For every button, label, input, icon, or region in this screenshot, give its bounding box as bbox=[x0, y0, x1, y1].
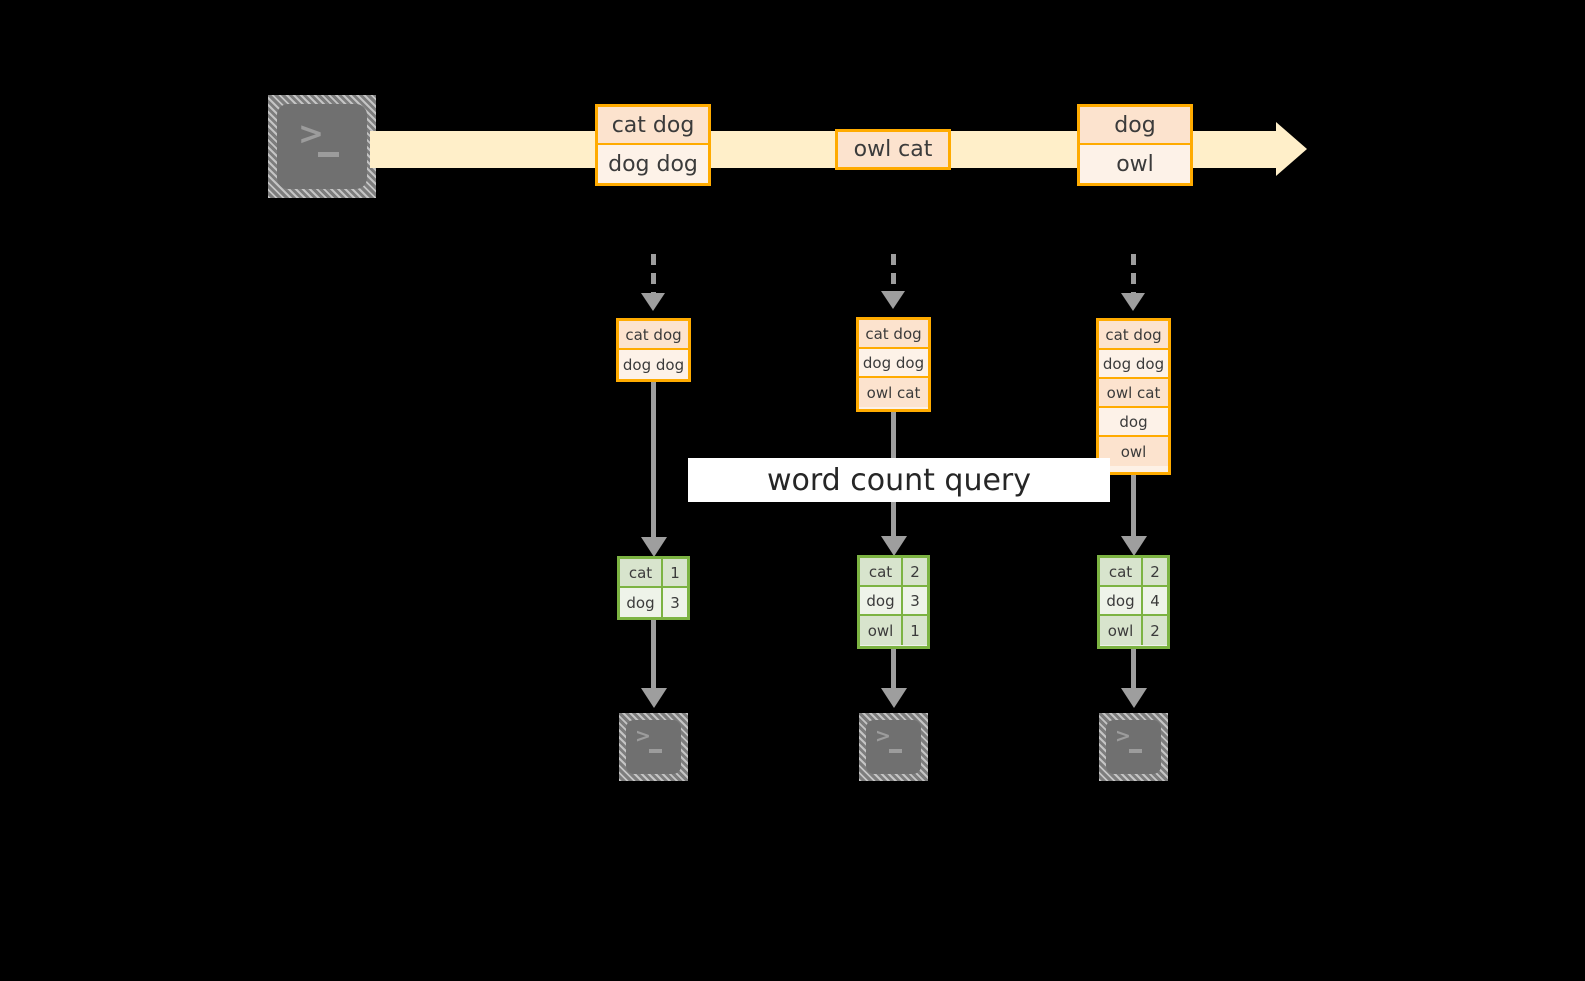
count-cell: 3 bbox=[663, 588, 687, 617]
word-cell: dog bbox=[1100, 587, 1143, 614]
stream-group-1: cat dog dog dog bbox=[595, 104, 711, 186]
query-label-band bbox=[688, 458, 1110, 502]
snapshot-line: owl cat bbox=[1099, 379, 1168, 408]
word-cell: dog bbox=[620, 588, 663, 617]
terminal-screen bbox=[866, 720, 921, 774]
snapshot-line: owl bbox=[1099, 437, 1168, 466]
stream-tap-arrow-2 bbox=[891, 254, 896, 296]
stream-arrowhead bbox=[1276, 122, 1307, 176]
sink-arrowhead-3 bbox=[1121, 688, 1147, 708]
terminal-cursor-glyph bbox=[889, 749, 902, 753]
stream-line: owl bbox=[1080, 145, 1190, 183]
terminal-cursor-glyph bbox=[649, 749, 662, 753]
snapshot-line: dog dog bbox=[619, 350, 688, 379]
word-cell: dog bbox=[860, 587, 903, 614]
word-cell: cat bbox=[620, 559, 663, 586]
stream-group-3: dog owl bbox=[1077, 104, 1193, 186]
query-arrowhead-2 bbox=[881, 536, 907, 556]
terminal-screen bbox=[626, 720, 681, 774]
stream-line: dog bbox=[1080, 107, 1190, 145]
count-cell: 2 bbox=[1143, 558, 1167, 585]
stream-tap-arrow-3 bbox=[1131, 254, 1136, 298]
stream-tap-arrowhead-1 bbox=[641, 293, 665, 311]
query-arrowhead-3 bbox=[1121, 536, 1147, 556]
table-row: dog 4 bbox=[1100, 587, 1167, 616]
count-cell: 1 bbox=[903, 616, 927, 645]
word-cell: owl bbox=[860, 616, 903, 645]
word-cell: cat bbox=[1100, 558, 1143, 585]
terminal-prompt-glyph: > bbox=[1115, 725, 1131, 747]
snapshot-line: dog dog bbox=[859, 349, 928, 378]
terminal-prompt-glyph: > bbox=[298, 116, 324, 152]
sink-arrowhead-2 bbox=[881, 688, 907, 708]
terminal-prompt-glyph: > bbox=[875, 725, 891, 747]
table-row: cat 2 bbox=[860, 558, 927, 587]
snapshot-line: dog dog bbox=[1099, 350, 1168, 379]
sink-arrow-1 bbox=[651, 620, 656, 692]
table-row: cat 1 bbox=[620, 559, 687, 588]
snapshot-line: cat dog bbox=[1099, 321, 1168, 350]
stream-line: cat dog bbox=[598, 107, 708, 145]
stream-tap-arrowhead-2 bbox=[881, 291, 905, 309]
query-arrowhead-1 bbox=[641, 537, 667, 557]
snapshot-1-input-box: cat dog dog dog bbox=[616, 318, 691, 382]
sink-arrow-3 bbox=[1131, 649, 1136, 692]
table-row: cat 2 bbox=[1100, 558, 1167, 587]
query-arrow-3 bbox=[1131, 475, 1136, 542]
snapshot-3-input-box: cat dog dog dog owl cat dog owl bbox=[1096, 318, 1171, 475]
snapshot-2-input-box: cat dog dog dog owl cat bbox=[856, 317, 931, 412]
terminal-prompt-glyph: > bbox=[635, 725, 651, 747]
table-row: owl 1 bbox=[860, 616, 927, 645]
count-cell: 2 bbox=[903, 558, 927, 585]
stream-line: owl cat bbox=[838, 132, 948, 167]
sink-arrow-2 bbox=[891, 649, 896, 692]
stream-tap-arrowhead-3 bbox=[1121, 293, 1145, 311]
terminal-screen bbox=[277, 104, 367, 189]
sink-terminal-icon-2: > bbox=[859, 713, 928, 781]
count-cell: 3 bbox=[903, 587, 927, 614]
source-terminal-icon: > bbox=[268, 95, 376, 198]
snapshot-line: dog bbox=[1099, 408, 1168, 437]
terminal-screen bbox=[1106, 720, 1161, 774]
snapshot-line: cat dog bbox=[859, 320, 928, 349]
result-table-1: cat 1 dog 3 bbox=[617, 556, 690, 620]
stream-group-2: owl cat bbox=[835, 129, 951, 170]
terminal-cursor-glyph bbox=[318, 152, 339, 157]
table-row: dog 3 bbox=[860, 587, 927, 616]
terminal-cursor-glyph bbox=[1129, 749, 1142, 753]
snapshot-line: cat dog bbox=[619, 321, 688, 350]
query-label: word count query bbox=[766, 462, 1032, 498]
result-table-2: cat 2 dog 3 owl 1 bbox=[857, 555, 930, 649]
stream-tap-arrow-1 bbox=[651, 254, 656, 298]
word-cell: cat bbox=[860, 558, 903, 585]
word-cell: owl bbox=[1100, 616, 1143, 645]
result-table-3: cat 2 dog 4 owl 2 bbox=[1097, 555, 1170, 649]
table-row: dog 3 bbox=[620, 588, 687, 617]
count-cell: 1 bbox=[663, 559, 687, 586]
stream-line: dog dog bbox=[598, 145, 708, 183]
sink-terminal-icon-1: > bbox=[619, 713, 688, 781]
sink-arrowhead-1 bbox=[641, 688, 667, 708]
snapshot-line: owl cat bbox=[859, 378, 928, 407]
table-row: owl 2 bbox=[1100, 616, 1167, 645]
count-cell: 2 bbox=[1143, 616, 1167, 645]
count-cell: 4 bbox=[1143, 587, 1167, 614]
query-arrow-1 bbox=[651, 382, 656, 542]
sink-terminal-icon-3: > bbox=[1099, 713, 1168, 781]
